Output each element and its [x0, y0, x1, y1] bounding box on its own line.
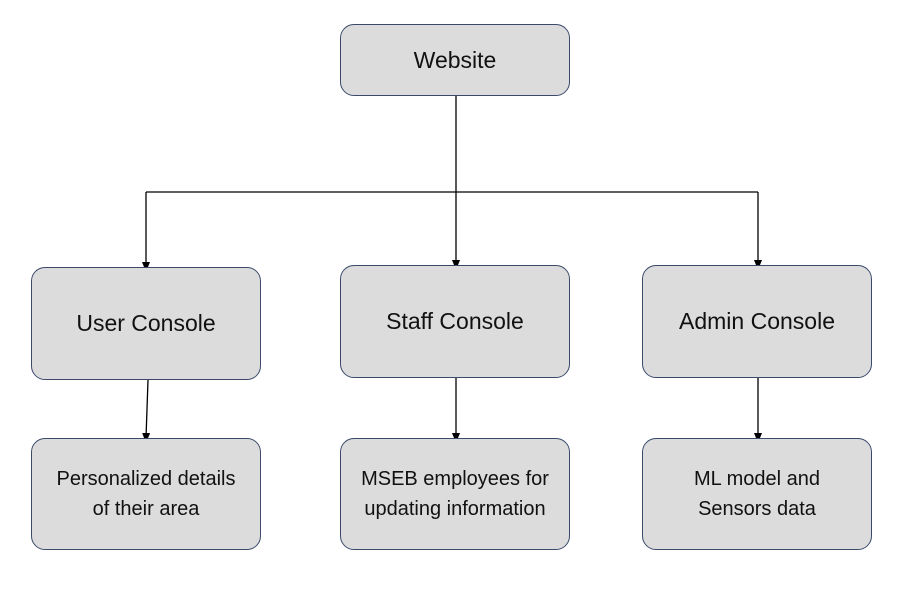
user-detail-node: Personalized details of their area [31, 438, 261, 550]
website-node: Website [340, 24, 570, 96]
user-detail-connector [142, 379, 151, 443]
admin-detail-node: ML model and Sensors data [642, 438, 872, 550]
user-console-label: User Console [76, 310, 216, 336]
admin-console-node: Admin Console [642, 265, 872, 378]
staff-console-label: Staff Console [386, 308, 524, 334]
staff-console-node: Staff Console [340, 265, 570, 378]
connector-lines [142, 96, 762, 443]
staff-detail-node: MSEB employees for updating information [340, 438, 570, 550]
admin-detail-text: ML model and Sensors data [694, 468, 820, 520]
admin-console-label: Admin Console [679, 308, 835, 334]
user-detail-text: Personalized details of their area [56, 468, 236, 520]
staff-detail-text: MSEB employees for updating information [361, 468, 549, 520]
user-console-node: User Console [31, 267, 261, 380]
website-label: Website [413, 46, 497, 73]
